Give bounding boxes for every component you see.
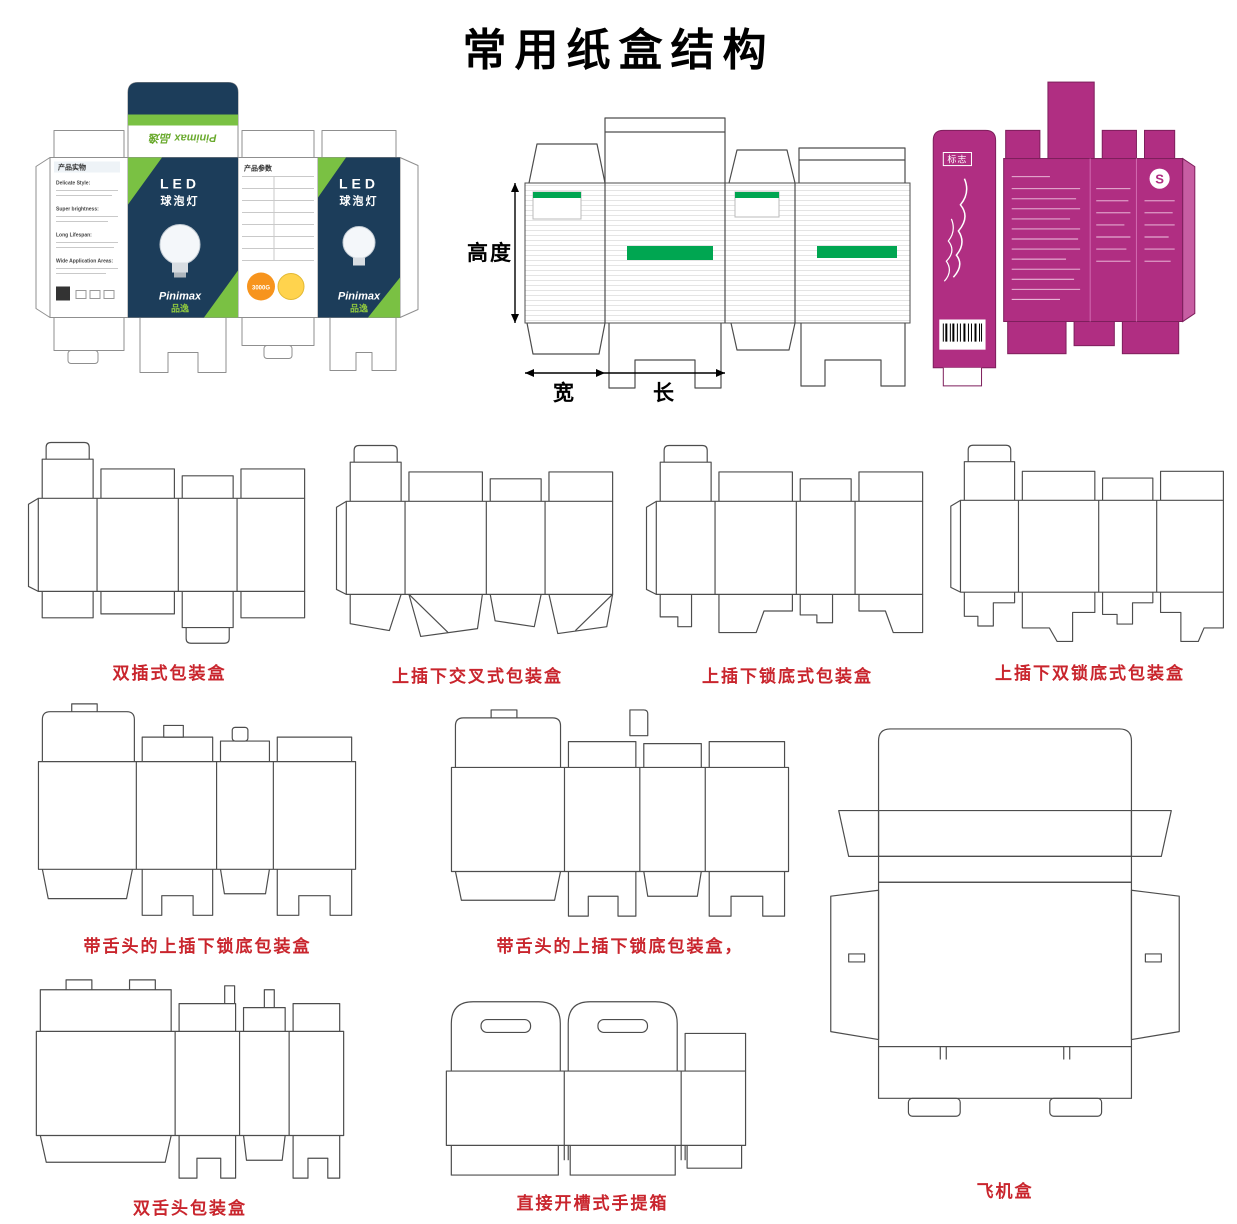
dieline-lock-bottom-svg xyxy=(645,444,924,634)
left-header: 产品实物 xyxy=(58,163,86,172)
brand-cn-text: 品逸 xyxy=(350,303,368,314)
bulb-icon xyxy=(342,226,376,259)
figure-double-tongue: 双舌头包装盒 xyxy=(25,962,355,1219)
spec-header: 产品参数 xyxy=(244,164,273,173)
brand-text: Pinimax xyxy=(159,291,202,303)
width-label: 宽 xyxy=(553,381,576,405)
figure-double-tuck: 双插式包装盒 xyxy=(22,420,317,684)
feature-text-lines xyxy=(56,190,118,274)
bulb-base xyxy=(353,257,365,266)
badge-3000g xyxy=(247,272,275,301)
brand-cn-text: 品逸 xyxy=(171,303,189,314)
dim-top-flaps xyxy=(528,117,906,184)
product-text: LED xyxy=(339,176,379,192)
magenta-left-art: 标志 xyxy=(939,151,986,350)
feature-label: Long Lifespan: xyxy=(56,233,92,239)
dieline-cross-bottom-svg xyxy=(335,444,614,638)
caption-cross-bottom: 上插下交叉式包装盒 xyxy=(392,667,563,686)
caption-tongue-lock-2: 带舌头的上插下锁底包装盒， xyxy=(496,937,744,956)
led-spec-panel: 产品参数 3000G xyxy=(242,164,314,301)
caption-slotted-carry: 直接开槽式手提箱 xyxy=(516,1194,669,1213)
dim-height-annotation: 高度 xyxy=(467,183,519,323)
led-top-flaps xyxy=(35,130,419,318)
dimension-dieline-svg: 高度 宽 长 xyxy=(467,117,911,405)
magenta-dieline-svg: 标志 xyxy=(932,81,1196,387)
dieline-tongue-lock-1-svg xyxy=(37,703,357,916)
barcode-bars xyxy=(942,323,983,342)
dim-bottom-flaps xyxy=(526,322,906,389)
caption-double-lock-bottom: 上插下双锁底式包装盒 xyxy=(995,664,1185,683)
certification-icons xyxy=(75,290,115,299)
s-logo-text: S xyxy=(1155,172,1164,187)
feature-label: Delicate Style: xyxy=(56,181,91,187)
brand-text: Pinimax xyxy=(338,291,381,303)
figure-tongue-lock-2: 带舌头的上插下锁底包装盒， xyxy=(440,700,800,957)
spec-table-lines xyxy=(242,176,314,261)
figure-double-lock-bottom: 上插下双锁底式包装盒 xyxy=(945,423,1235,684)
dim-body-folds xyxy=(604,183,796,323)
qr-code xyxy=(56,286,70,301)
feature-label: Wide Application Areas: xyxy=(56,259,113,265)
feature-label: Super brightness: xyxy=(56,207,99,213)
dim-length-annotation: 长 xyxy=(605,369,725,405)
calligraphy-stroke xyxy=(952,178,968,278)
dim-panel-art xyxy=(532,191,897,260)
bulb-base xyxy=(172,262,188,273)
led-box-dieline-svg: Pinimax 品逸 产品实物 Delicate Style: Super br… xyxy=(35,82,419,373)
badge-text: 3000G xyxy=(252,286,270,292)
magenta-fold-lines xyxy=(1089,158,1137,322)
caption-airplane: 飞机盒 xyxy=(976,1182,1034,1201)
caption-double-tuck: 双插式包装盒 xyxy=(112,664,227,683)
calligraphy-stroke xyxy=(943,218,954,282)
page-title: 常用纸盒结构 xyxy=(462,26,775,75)
caption-double-tongue: 双舌头包装盒 xyxy=(133,1199,247,1218)
dieline-slotted-carry-svg xyxy=(445,1001,747,1176)
figure-cross-bottom: 上插下交叉式包装盒 xyxy=(330,423,625,687)
figure-lock-bottom: 上插下锁底式包装盒 xyxy=(640,423,935,687)
bulb-icon xyxy=(159,224,201,265)
led-brand-panel-2: LED 球泡灯 Pinimax 品逸 xyxy=(318,157,400,318)
example-magenta-dieline: 标志 xyxy=(915,68,1205,405)
dieline-double-lock-bottom-svg xyxy=(950,444,1224,643)
led-bottom-flaps xyxy=(53,317,397,373)
figure-tongue-lock-1: 带舌头的上插下锁底包装盒 xyxy=(25,698,370,957)
magenta-s-logo: S xyxy=(1149,168,1170,189)
green-band xyxy=(627,246,713,260)
caption-tongue-lock-1: 带舌头的上插下锁底包装盒 xyxy=(83,937,312,956)
led-info-panel: 产品实物 Delicate Style: Super brightness: L… xyxy=(54,161,120,301)
product-cn-text: 球泡灯 xyxy=(161,194,200,208)
bulb-cap xyxy=(174,272,186,278)
lid-brand-text: Pinimax 品逸 xyxy=(148,132,216,145)
led-lid: Pinimax 品逸 xyxy=(127,82,239,158)
product-cn-text: 球泡灯 xyxy=(340,194,379,208)
dim-width-annotation: 宽 xyxy=(525,369,605,405)
caption-lock-bottom: 上插下锁底式包装盒 xyxy=(702,667,873,686)
dieline-double-tongue-svg xyxy=(35,979,345,1179)
badge-quality xyxy=(277,273,305,300)
green-band xyxy=(817,246,897,258)
example-dimension-dieline: 高度 宽 长 xyxy=(465,88,925,405)
mark-label: 标志 xyxy=(947,154,967,165)
length-label: 长 xyxy=(653,382,676,405)
height-label: 高度 xyxy=(467,241,513,265)
dieline-airplane-svg xyxy=(830,728,1180,1117)
product-text: LED xyxy=(160,176,200,192)
dieline-tongue-lock-2-svg xyxy=(450,709,790,917)
led-brand-panel: LED 球泡灯 Pinimax 品逸 xyxy=(128,157,238,318)
magenta-text-lines xyxy=(1011,176,1175,300)
dieline-double-tuck-svg xyxy=(27,441,306,644)
example-led-box-dieline: Pinimax 品逸 产品实物 Delicate Style: Super br… xyxy=(28,50,448,405)
figure-slotted-carry: 直接开槽式手提箱 xyxy=(425,972,760,1214)
figure-airplane-box: 飞机盒 xyxy=(820,715,1190,1202)
